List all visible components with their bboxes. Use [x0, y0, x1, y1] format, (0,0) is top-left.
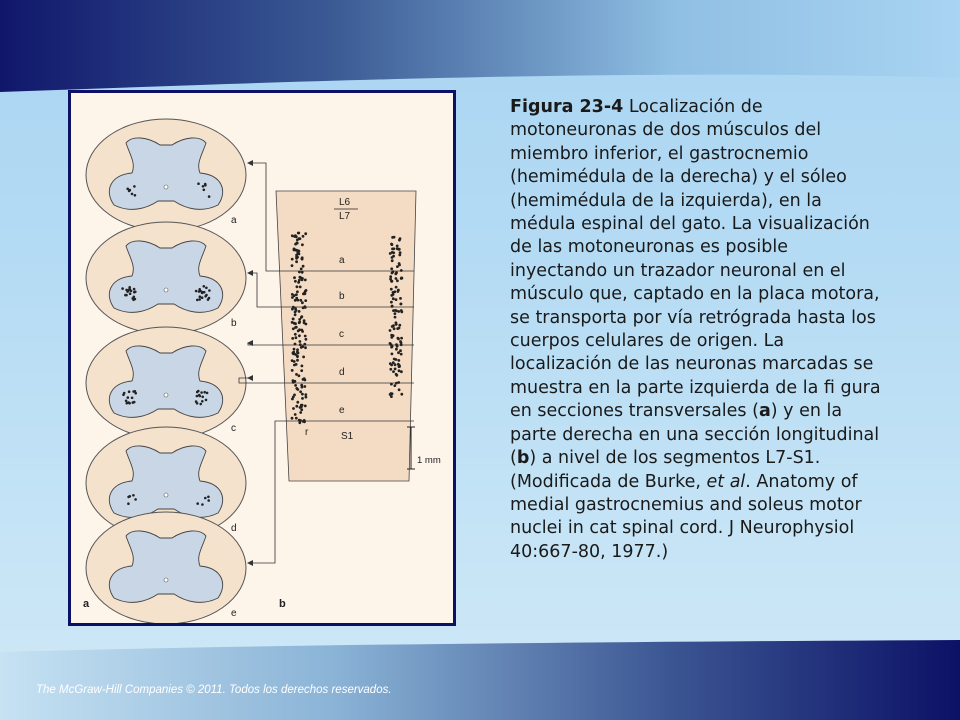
segment-S1-label: S1 — [341, 431, 354, 442]
panel-b-label: b — [279, 598, 286, 610]
panel-a-label: a — [83, 598, 90, 610]
segment-L6-label: L6 — [339, 197, 351, 208]
transverse-section-e — [85, 511, 247, 625]
figure-caption: Figura 23-4 Localización de motoneuronas… — [510, 96, 890, 564]
transverse-section-a — [85, 118, 247, 232]
transverse-section-b — [85, 221, 247, 335]
transverse-section-d — [85, 426, 247, 540]
level-label-e: e — [339, 405, 345, 416]
figure-label: Figura 23-4 — [510, 97, 624, 117]
level-label-a: a — [339, 255, 345, 266]
top-gradient-band — [0, 0, 960, 92]
caption-bold-a: a — [758, 401, 771, 422]
caption-text-mid2: ) a nivel de los segmentos L7-S1. (Modif… — [510, 448, 821, 492]
figure-frame: a b c d e a b c d e L6 L7 S1 r 1 mm a b — [68, 90, 456, 626]
segment-L7-label: L7 — [339, 211, 351, 222]
caption-text-end: . Anatomy of medial gastrocnemius and so… — [510, 471, 862, 562]
section-label-a: a — [231, 215, 237, 226]
level-label-c: c — [339, 329, 344, 340]
caption-text: Localización de motoneuronas de dos músc… — [510, 97, 881, 422]
marker-r-label: r — [305, 427, 309, 438]
copyright-footer: The McGraw-Hill Companies © 2011. Todos … — [36, 684, 392, 696]
section-label-d: d — [231, 523, 237, 534]
section-label-b: b — [231, 318, 237, 329]
caption-bold-b: b — [516, 448, 530, 469]
section-label-c: c — [231, 423, 236, 434]
bottom-gradient-band — [0, 640, 960, 720]
level-label-d: d — [339, 367, 345, 378]
transverse-section-c — [85, 326, 247, 440]
spinal-cord-figure: a b c d e a b c d e L6 L7 S1 r 1 mm a b — [83, 118, 441, 625]
level-label-b: b — [339, 291, 345, 302]
longitudinal-column — [275, 190, 417, 482]
scale-label: 1 mm — [417, 455, 441, 466]
caption-et-al: et al — [706, 471, 746, 492]
caption-text-mid: ) y en la parte derecha en una sección l… — [510, 401, 880, 469]
section-label-e: e — [231, 608, 237, 619]
